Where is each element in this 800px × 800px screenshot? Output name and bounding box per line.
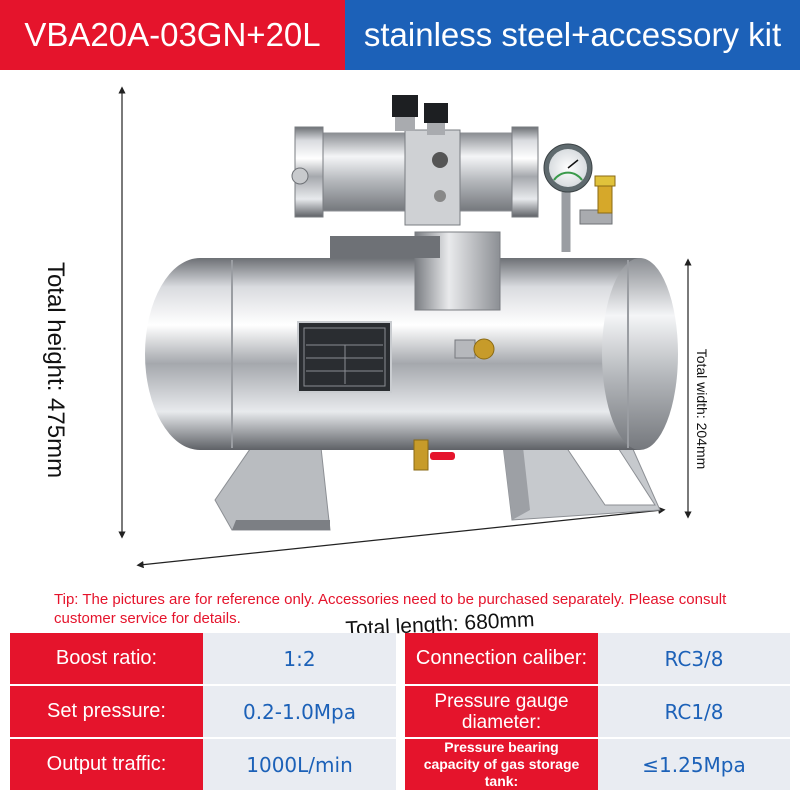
booster-cylinder — [291, 126, 539, 226]
storage-tank — [145, 258, 678, 450]
spec-label-tank-pressure-capacity: Pressure bearing capacity of gas storage… — [405, 739, 598, 790]
spec-table: Boost ratio: 1:2 Connection caliber: RC3… — [10, 633, 790, 790]
spec-value-connection-caliber: RC3/8 — [598, 633, 790, 684]
regulator-knob-icon — [392, 95, 448, 135]
length-dimension-line — [136, 506, 666, 569]
drain-valve-icon — [413, 439, 455, 471]
spec-label-boost-ratio: Boost ratio: — [10, 633, 203, 684]
pressure-gauge-icon — [543, 143, 593, 252]
spec-label-gauge-diameter: Pressure gauge diameter: — [405, 686, 598, 737]
spec-label-connection-caliber: Connection caliber: — [405, 633, 598, 684]
disclaimer-tip: Tip: The pictures are for reference only… — [54, 591, 727, 627]
height-dimension-label: Total height: 475mm — [42, 261, 69, 479]
spec-label-output-traffic: Output traffic: — [10, 739, 203, 790]
product-illustration — [118, 86, 692, 569]
spec-value-boost-ratio: 1:2 — [203, 633, 396, 684]
spec-value-output-traffic: 1000L/min — [203, 739, 396, 790]
spec-label-set-pressure: Set pressure: — [10, 686, 203, 737]
kit-title: stainless steel+accessory kit — [345, 0, 800, 70]
width-dimension-label: Total width: 204mm — [694, 348, 710, 470]
safety-valve-icon — [579, 175, 616, 225]
brass-plug-icon — [454, 338, 495, 360]
model-title: VBA20A-03GN+20L — [0, 0, 345, 70]
booster-bracket — [330, 231, 501, 311]
spec-value-gauge-diameter: RC1/8 — [598, 686, 790, 737]
product-area: Total height: 475mm Total width: 204mm T… — [0, 70, 800, 641]
spec-value-set-pressure: 0.2-1.0Mpa — [203, 686, 396, 737]
spec-value-tank-pressure-capacity: ≤1.25Mpa — [598, 739, 790, 790]
nameplate — [297, 321, 392, 393]
